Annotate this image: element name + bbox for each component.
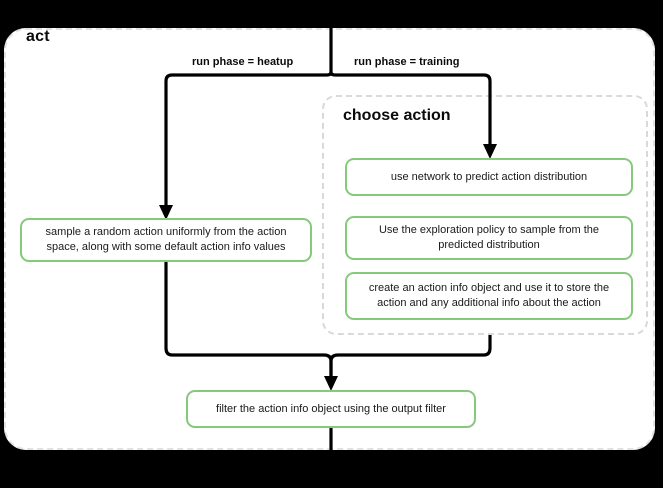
act-title: act bbox=[26, 28, 50, 45]
node-use-network[interactable]: use network to predict action distributi… bbox=[345, 158, 633, 196]
node-sample-random-action[interactable]: sample a random action uniformly from th… bbox=[20, 218, 312, 262]
edge-label-heatup: run phase = heatup bbox=[192, 56, 294, 68]
node-exploration-policy[interactable]: Use the exploration policy to sample fro… bbox=[345, 216, 633, 260]
edge-label-training: run phase = training bbox=[354, 56, 460, 68]
choose-action-title: choose action bbox=[343, 107, 451, 124]
node-filter-output[interactable]: filter the action info object using the … bbox=[186, 390, 476, 428]
node-create-action-info[interactable]: create an action info object and use it … bbox=[345, 272, 633, 320]
